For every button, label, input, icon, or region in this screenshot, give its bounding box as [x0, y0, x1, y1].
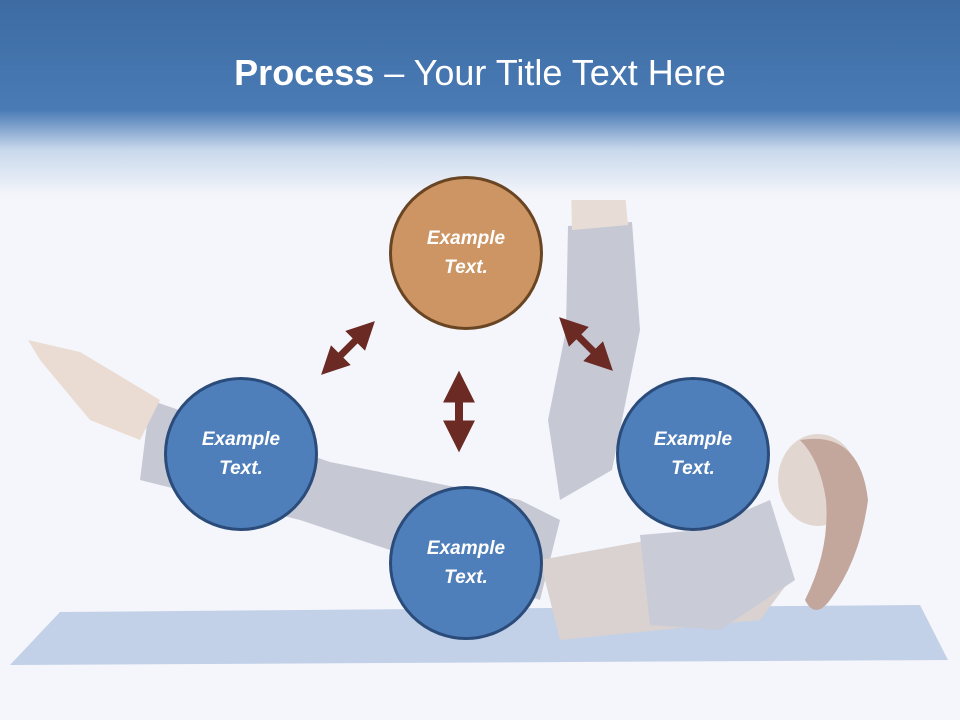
slide-title: Process – Your Title Text Here — [0, 52, 960, 94]
circle-label-line1: Example — [426, 228, 506, 249]
circle-label: Example Text. — [181, 425, 301, 483]
circle-label: Example Text. — [406, 224, 526, 282]
circle-label-line2: Text. — [219, 458, 263, 479]
circle-label-line1: Example — [653, 429, 733, 450]
circle-label: Example Text. — [406, 534, 526, 592]
double-arrow-icon-left — [321, 321, 375, 375]
title-bar — [0, 0, 960, 200]
hair — [800, 438, 868, 610]
circle-label-line2: Text. — [444, 257, 488, 278]
process-circle-left[interactable]: Example Text. — [164, 377, 318, 531]
circle-label-line1: Example — [201, 429, 281, 450]
top-clothing — [640, 500, 795, 630]
title-rest: – Your Title Text Here — [374, 52, 726, 93]
extended-foot — [28, 340, 160, 440]
circle-label-line2: Text. — [671, 458, 715, 479]
process-circle-bottom[interactable]: Example Text. — [389, 486, 543, 640]
title-bold: Process — [234, 52, 375, 93]
circle-label-line2: Text. — [444, 567, 488, 588]
circle-label: Example Text. — [633, 425, 753, 483]
double-arrow-icon-right — [559, 317, 613, 371]
process-circle-top[interactable]: Example Text. — [389, 176, 543, 330]
circle-label-line1: Example — [426, 538, 506, 559]
process-circle-right[interactable]: Example Text. — [616, 377, 770, 531]
